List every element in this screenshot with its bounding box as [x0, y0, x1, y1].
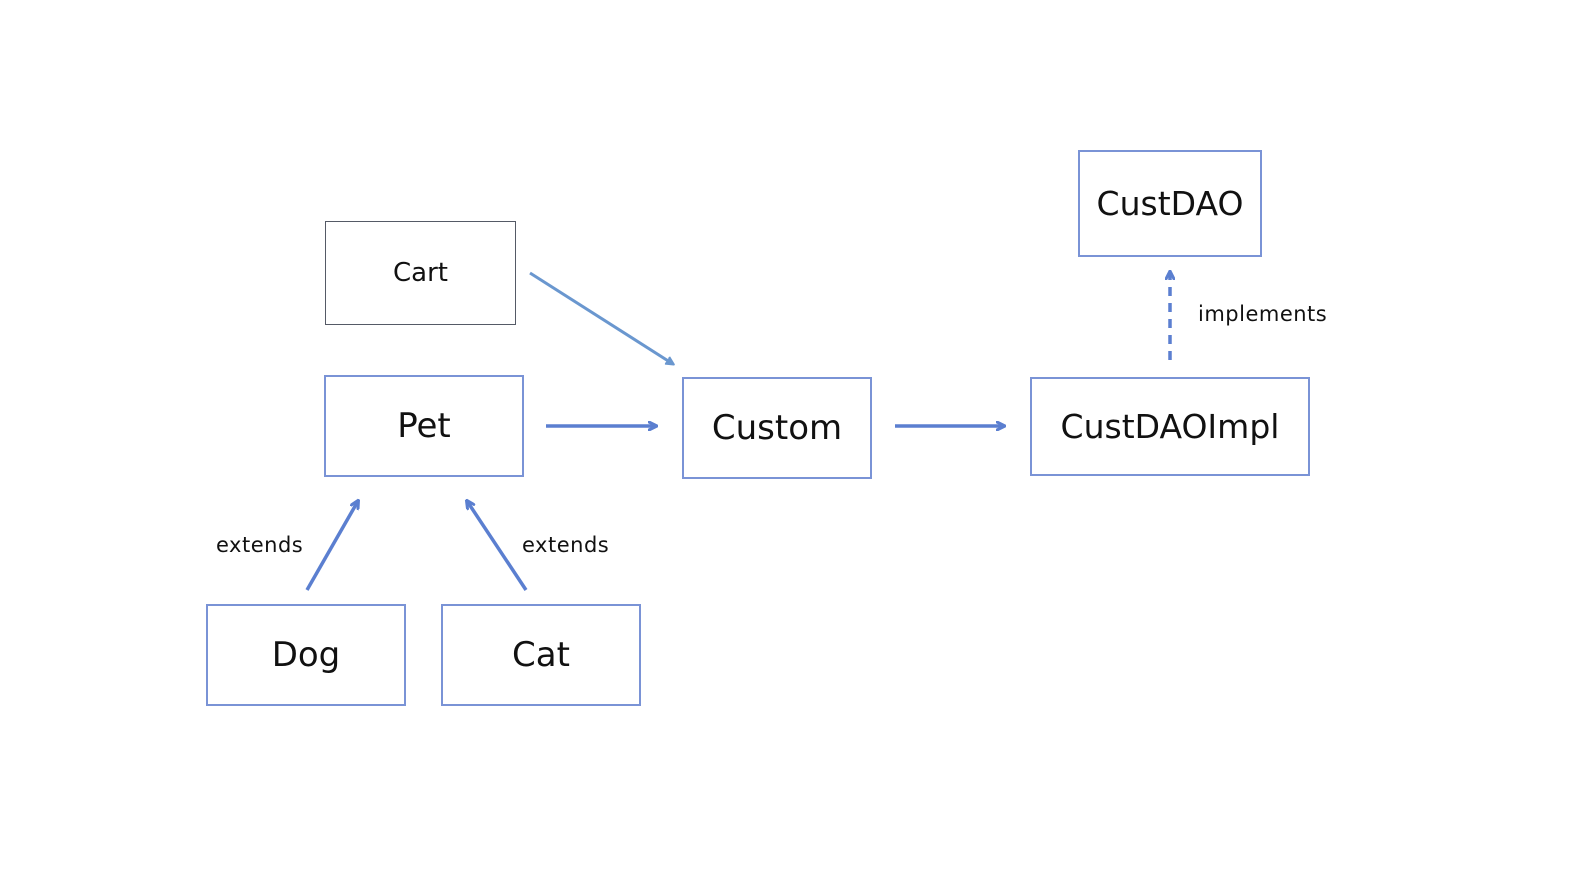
node-cat[interactable]: Cat — [441, 604, 641, 706]
node-custom[interactable]: Custom — [682, 377, 872, 479]
node-cart[interactable]: Cart — [325, 221, 516, 325]
node-cat-label: Cat — [512, 635, 570, 675]
arrow-cart-to-custom — [529, 271, 675, 366]
node-custom-label: Custom — [711, 408, 843, 448]
node-cart-label: Cart — [393, 258, 448, 288]
label-extends-cat: extends — [522, 533, 610, 557]
node-custdao-label: CustDAO — [1096, 184, 1244, 223]
label-extends-dog: extends — [216, 533, 304, 557]
node-custdaoimpl[interactable]: CustDAOImpl — [1030, 377, 1310, 476]
arrow-dog-extends-pet — [305, 501, 358, 591]
node-custdao[interactable]: CustDAO — [1078, 150, 1262, 257]
node-pet-label: Pet — [397, 406, 451, 446]
node-dog-label: Dog — [271, 635, 341, 675]
node-dog[interactable]: Dog — [206, 604, 406, 706]
node-pet[interactable]: Pet — [324, 375, 524, 477]
label-implements: implements — [1198, 302, 1328, 326]
node-custdaoimpl-label: CustDAOImpl — [1060, 407, 1280, 446]
arrow-cat-extends-pet — [467, 501, 528, 591]
